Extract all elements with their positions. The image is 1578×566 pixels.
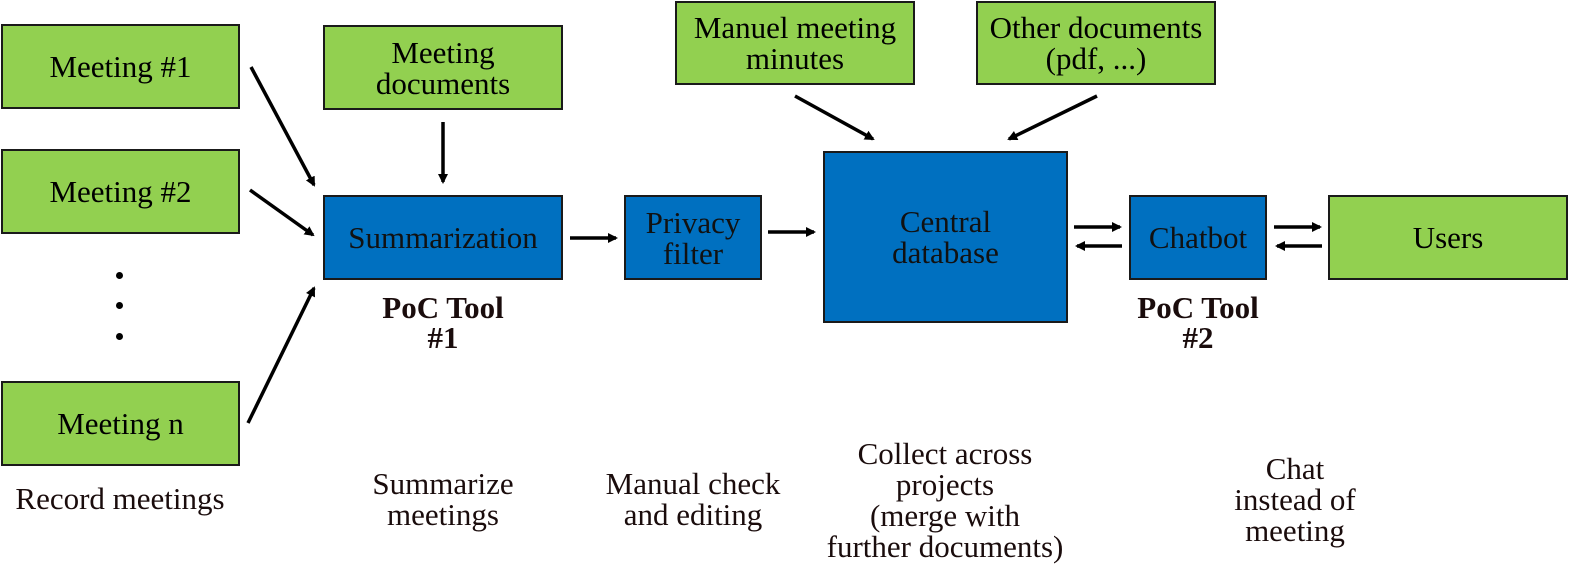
meeting-1-box: Meeting #1 <box>1 24 240 109</box>
chatbot-label: Chatbot <box>1148 220 1248 255</box>
summarization-label: Summarization <box>348 220 538 255</box>
poc-tool-1-label: PoC Tool #1 <box>382 290 504 355</box>
users-label: Users <box>1412 220 1484 255</box>
chatbot-box: Chatbot <box>1129 195 1267 280</box>
manual-minutes-box: Manuel meeting minutes <box>675 1 915 85</box>
meeting-documents-label: Meeting documents <box>375 34 511 101</box>
ellipsis-dot <box>116 302 123 309</box>
poc-tool-2-label: PoC Tool #2 <box>1137 290 1259 355</box>
meeting-2-box: Meeting #2 <box>1 149 240 234</box>
step-record-label: Record meetings <box>15 481 225 516</box>
meeting-2-label: Meeting #2 <box>49 174 192 209</box>
arrow-minutes-to-database <box>794 94 875 141</box>
arrow-meeting1-to-summarization <box>249 66 316 187</box>
manual-minutes-label: Manuel meeting minutes <box>693 10 897 76</box>
users-box: Users <box>1328 195 1568 280</box>
meeting-1-label: Meeting #1 <box>49 49 192 84</box>
other-documents-label: Other documents (pdf, ...) <box>989 10 1203 76</box>
meeting-n-label: Meeting n <box>57 406 184 441</box>
privacy-filter-label: Privacy filter <box>645 204 741 271</box>
meeting-n-box: Meeting n <box>1 381 240 466</box>
step-manual-check-label: Manual check and editing <box>605 466 781 532</box>
arrow-meeting2-to-summarization <box>248 188 315 237</box>
step-summarize-label: Summarize meetings <box>372 466 514 532</box>
meeting-documents-box: Meeting documents <box>323 25 563 110</box>
step-collect-label: Collect across projects (merge with furt… <box>826 436 1064 564</box>
other-documents-box: Other documents (pdf, ...) <box>976 1 1216 85</box>
central-database-box: Central database <box>823 151 1068 323</box>
ellipsis-dot <box>116 333 123 340</box>
arrow-meetingn-to-summarization <box>246 286 316 424</box>
summarization-box: Summarization <box>323 195 563 280</box>
ellipsis-dot <box>116 272 123 279</box>
arrow-otherdocs-to-database <box>1007 94 1098 141</box>
privacy-filter-box: Privacy filter <box>624 195 762 280</box>
step-chat-label: Chat instead of meeting <box>1234 451 1356 548</box>
central-database-label: Central database <box>892 204 999 270</box>
